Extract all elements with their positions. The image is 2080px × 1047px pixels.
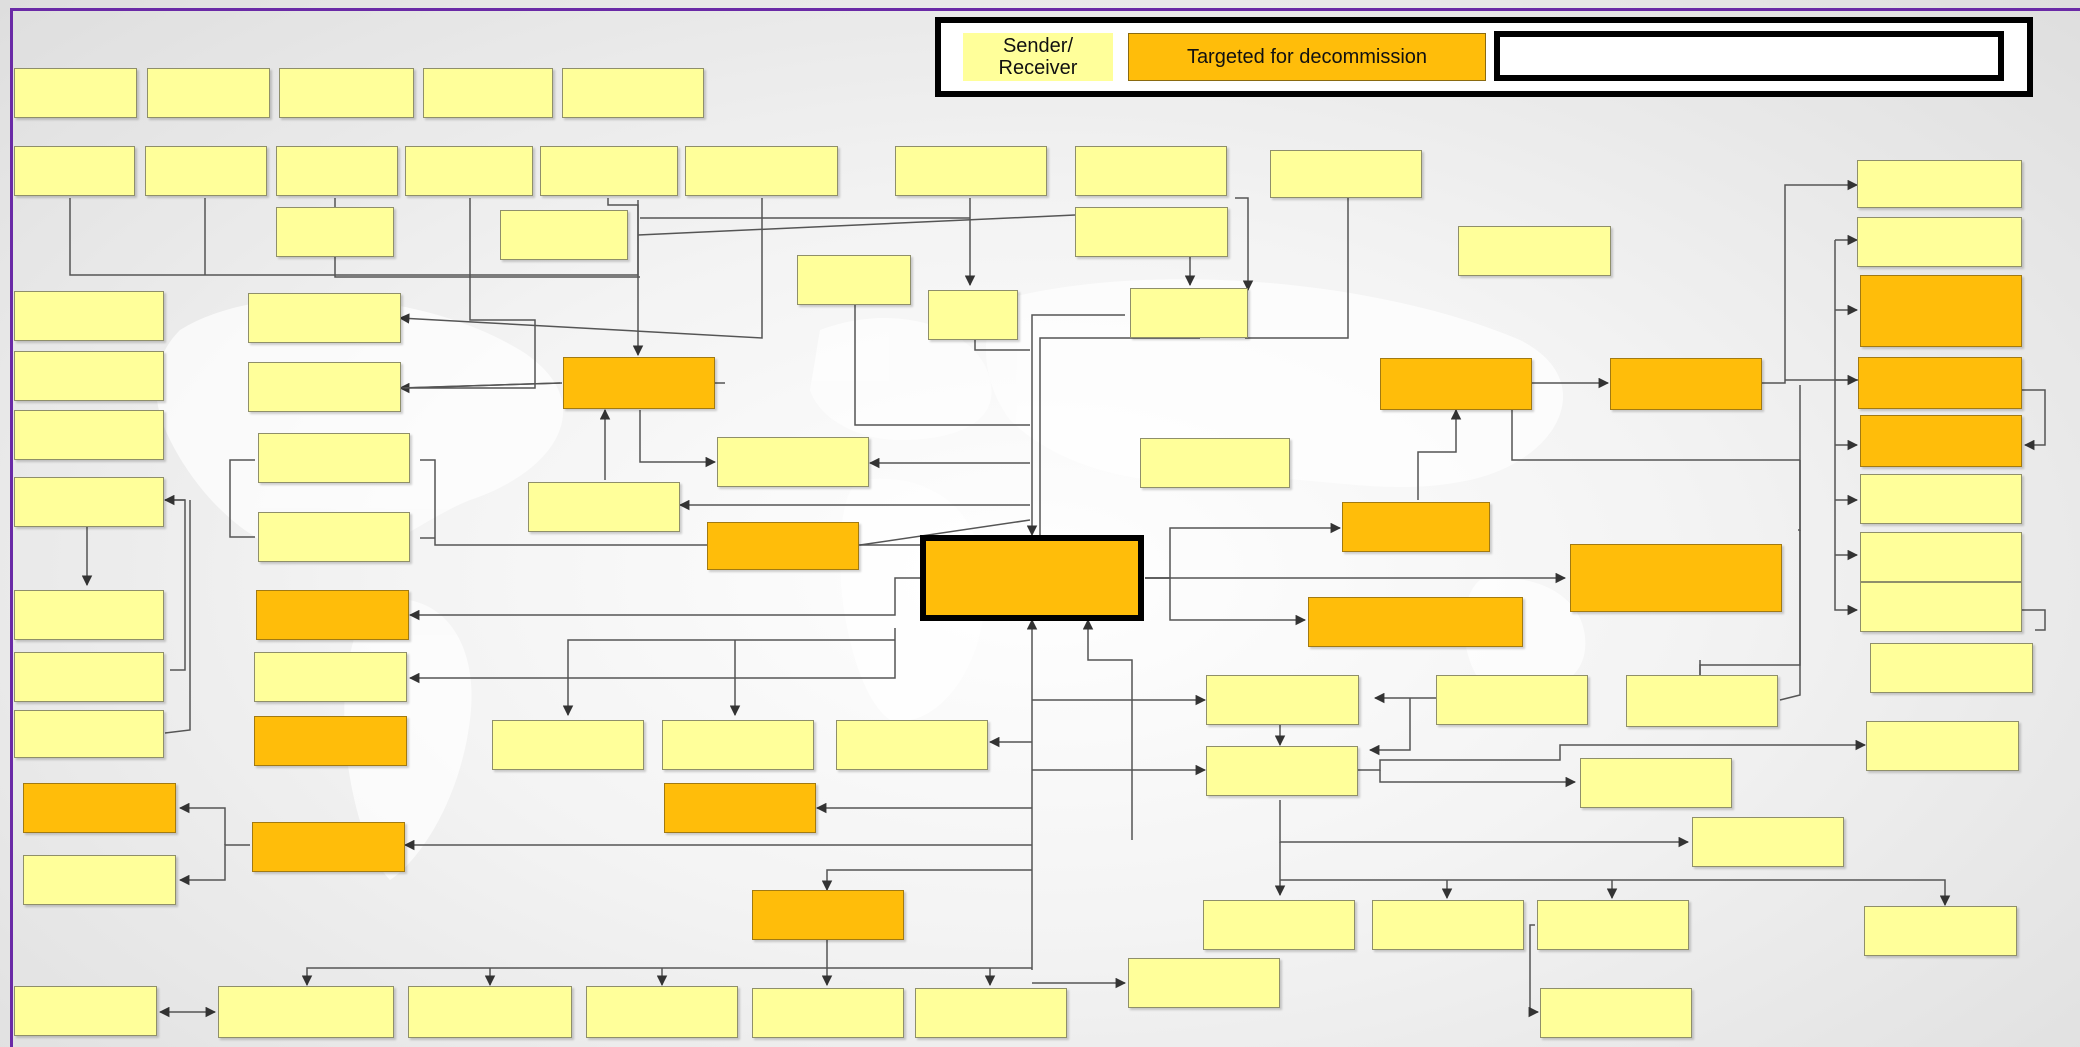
frame-border-left [10, 8, 13, 1047]
legend: Sender/ Receiver Targeted for decommissi… [935, 17, 2033, 97]
legend-targeted-for-decommission: Targeted for decommission [1128, 33, 1486, 81]
system-node[interactable] [1610, 358, 1762, 410]
central-hub-system[interactable] [920, 535, 1144, 621]
system-node[interactable] [1626, 675, 1778, 727]
frame-border-top [10, 8, 2080, 11]
system-node[interactable] [1860, 532, 2022, 582]
system-node[interactable] [1570, 544, 1782, 612]
system-node[interactable] [836, 720, 988, 770]
system-node[interactable] [147, 68, 270, 118]
system-node[interactable] [685, 146, 838, 196]
system-node[interactable] [23, 855, 176, 905]
system-node[interactable] [717, 437, 869, 487]
system-node[interactable] [276, 207, 394, 257]
system-node[interactable] [895, 146, 1047, 196]
system-node[interactable] [408, 986, 572, 1038]
system-node[interactable] [1206, 746, 1358, 796]
system-node[interactable] [1540, 988, 1692, 1038]
system-node[interactable] [492, 720, 644, 770]
system-node[interactable] [1864, 906, 2017, 956]
system-node[interactable] [562, 68, 704, 118]
system-node[interactable] [1075, 207, 1228, 257]
system-node[interactable] [1857, 217, 2022, 267]
system-node[interactable] [928, 290, 1018, 340]
system-node[interactable] [276, 146, 398, 196]
system-node[interactable] [1128, 958, 1280, 1008]
system-node[interactable] [1866, 721, 2019, 771]
system-node[interactable] [1270, 150, 1422, 198]
system-node[interactable] [14, 410, 164, 460]
system-node[interactable] [1075, 146, 1227, 196]
system-node[interactable] [540, 146, 678, 196]
system-node[interactable] [405, 146, 533, 196]
system-node[interactable] [218, 986, 394, 1038]
system-node[interactable] [1857, 160, 2022, 208]
system-node[interactable] [258, 512, 410, 562]
system-node[interactable] [1860, 275, 2022, 347]
system-node[interactable] [1436, 675, 1588, 725]
system-node[interactable] [256, 590, 409, 640]
system-node[interactable] [254, 716, 407, 766]
system-node[interactable] [1537, 900, 1689, 950]
system-node[interactable] [1870, 643, 2033, 693]
system-node[interactable] [563, 357, 715, 409]
legend-sender-receiver: Sender/ Receiver [963, 33, 1113, 81]
system-node[interactable] [145, 146, 267, 196]
system-node[interactable] [14, 68, 137, 118]
system-node[interactable] [664, 783, 816, 833]
system-node[interactable] [14, 590, 164, 640]
system-node[interactable] [707, 522, 859, 570]
system-node[interactable] [1140, 438, 1290, 488]
system-node[interactable] [248, 293, 401, 343]
system-node[interactable] [279, 68, 414, 118]
system-node[interactable] [1203, 900, 1355, 950]
system-node[interactable] [254, 652, 407, 702]
system-node[interactable] [1130, 288, 1248, 338]
system-node[interactable] [752, 988, 904, 1038]
system-node[interactable] [14, 986, 157, 1036]
system-node[interactable] [1860, 474, 2022, 524]
system-node[interactable] [797, 255, 911, 305]
system-node[interactable] [1580, 758, 1732, 808]
system-node[interactable] [500, 210, 628, 260]
system-node[interactable] [1860, 582, 2022, 632]
system-node[interactable] [752, 890, 904, 940]
system-node[interactable] [915, 988, 1067, 1038]
system-node[interactable] [23, 783, 176, 833]
system-node[interactable] [14, 146, 135, 196]
system-node[interactable] [1342, 502, 1490, 552]
system-node[interactable] [1308, 597, 1523, 647]
system-node[interactable] [248, 362, 401, 412]
system-node[interactable] [1206, 675, 1359, 725]
legend-blank-entry [1494, 31, 2004, 81]
system-node[interactable] [14, 477, 164, 527]
system-node[interactable] [14, 351, 164, 401]
system-node[interactable] [1380, 358, 1532, 410]
system-node[interactable] [1858, 357, 2022, 409]
system-node[interactable] [1692, 817, 1844, 867]
system-node[interactable] [1860, 415, 2022, 467]
system-node[interactable] [586, 986, 738, 1038]
system-node[interactable] [252, 822, 405, 872]
system-node[interactable] [1372, 900, 1524, 950]
system-node[interactable] [528, 482, 680, 532]
system-node[interactable] [258, 433, 410, 483]
system-node[interactable] [423, 68, 553, 118]
system-node[interactable] [14, 652, 164, 702]
system-node[interactable] [662, 720, 814, 770]
system-node[interactable] [14, 710, 164, 758]
system-node[interactable] [1458, 226, 1611, 276]
system-node[interactable] [14, 291, 164, 341]
